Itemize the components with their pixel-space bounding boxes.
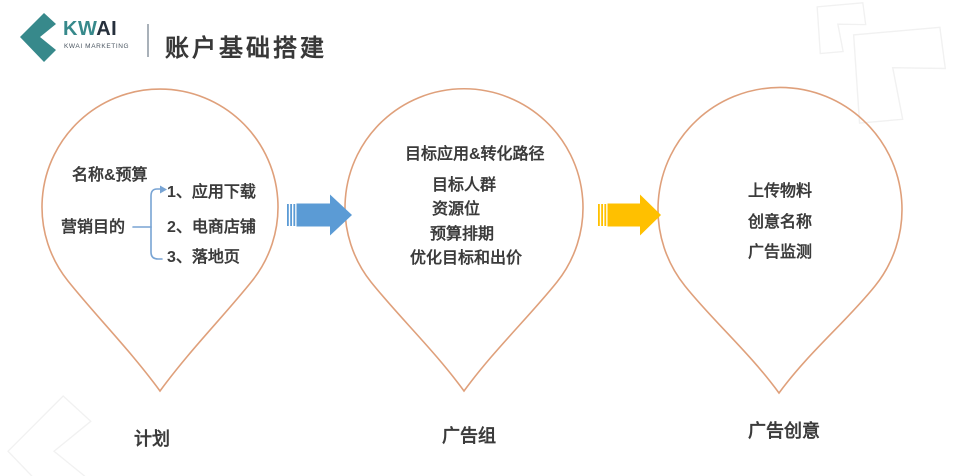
balloon-plan (41, 88, 279, 393)
brand-tagline: KWAI MARKETING (64, 43, 130, 50)
adgroup-field-budget-schedule: 预算排期 (430, 226, 495, 243)
brand-wordmark-teal: KW (63, 18, 97, 40)
stage-label-adgroup: 广告组 (442, 426, 496, 446)
flow-arrow-yellow (598, 194, 661, 236)
kwai-logo-mark-icon (20, 13, 56, 62)
page-title: 账户基础搭建 (165, 35, 327, 62)
adgroup-field-optimization-bid: 优化目标和出价 (410, 250, 523, 267)
plan-field-name-budget: 名称&预算 (72, 167, 148, 184)
plan-branch-ecommerce-store: 2、电商店铺 (167, 219, 256, 236)
creative-field-creative-name: 创意名称 (748, 214, 813, 231)
adgroup-field-target-app-conversion: 目标应用&转化路径 (405, 146, 545, 163)
creative-field-ad-monitoring: 广告监测 (748, 244, 813, 261)
creative-field-upload-material: 上传物料 (748, 183, 813, 200)
background-chevron-watermark-bottom-left (7, 395, 92, 476)
stage-label-creative: 广告创意 (748, 421, 820, 441)
header-divider (147, 24, 149, 57)
background-chevron-watermark-top-right (816, 2, 947, 124)
balloon-adgroup (344, 88, 584, 393)
balloon-creative (657, 86, 903, 395)
brand-wordmark-dark: AI (96, 18, 118, 40)
flow-arrow-blue (287, 194, 352, 236)
brand-wordmark: KWAI (63, 19, 117, 39)
adgroup-field-placement: 资源位 (432, 201, 481, 218)
plan-branch-app-download: 1、应用下载 (167, 184, 256, 201)
adgroup-field-target-audience: 目标人群 (432, 177, 497, 194)
branch-connector (132, 185, 167, 260)
plan-branch-landing-page: 3、落地页 (167, 249, 240, 266)
stage-label-plan: 计划 (134, 429, 170, 449)
plan-field-marketing-purpose: 营销目的 (61, 219, 126, 236)
